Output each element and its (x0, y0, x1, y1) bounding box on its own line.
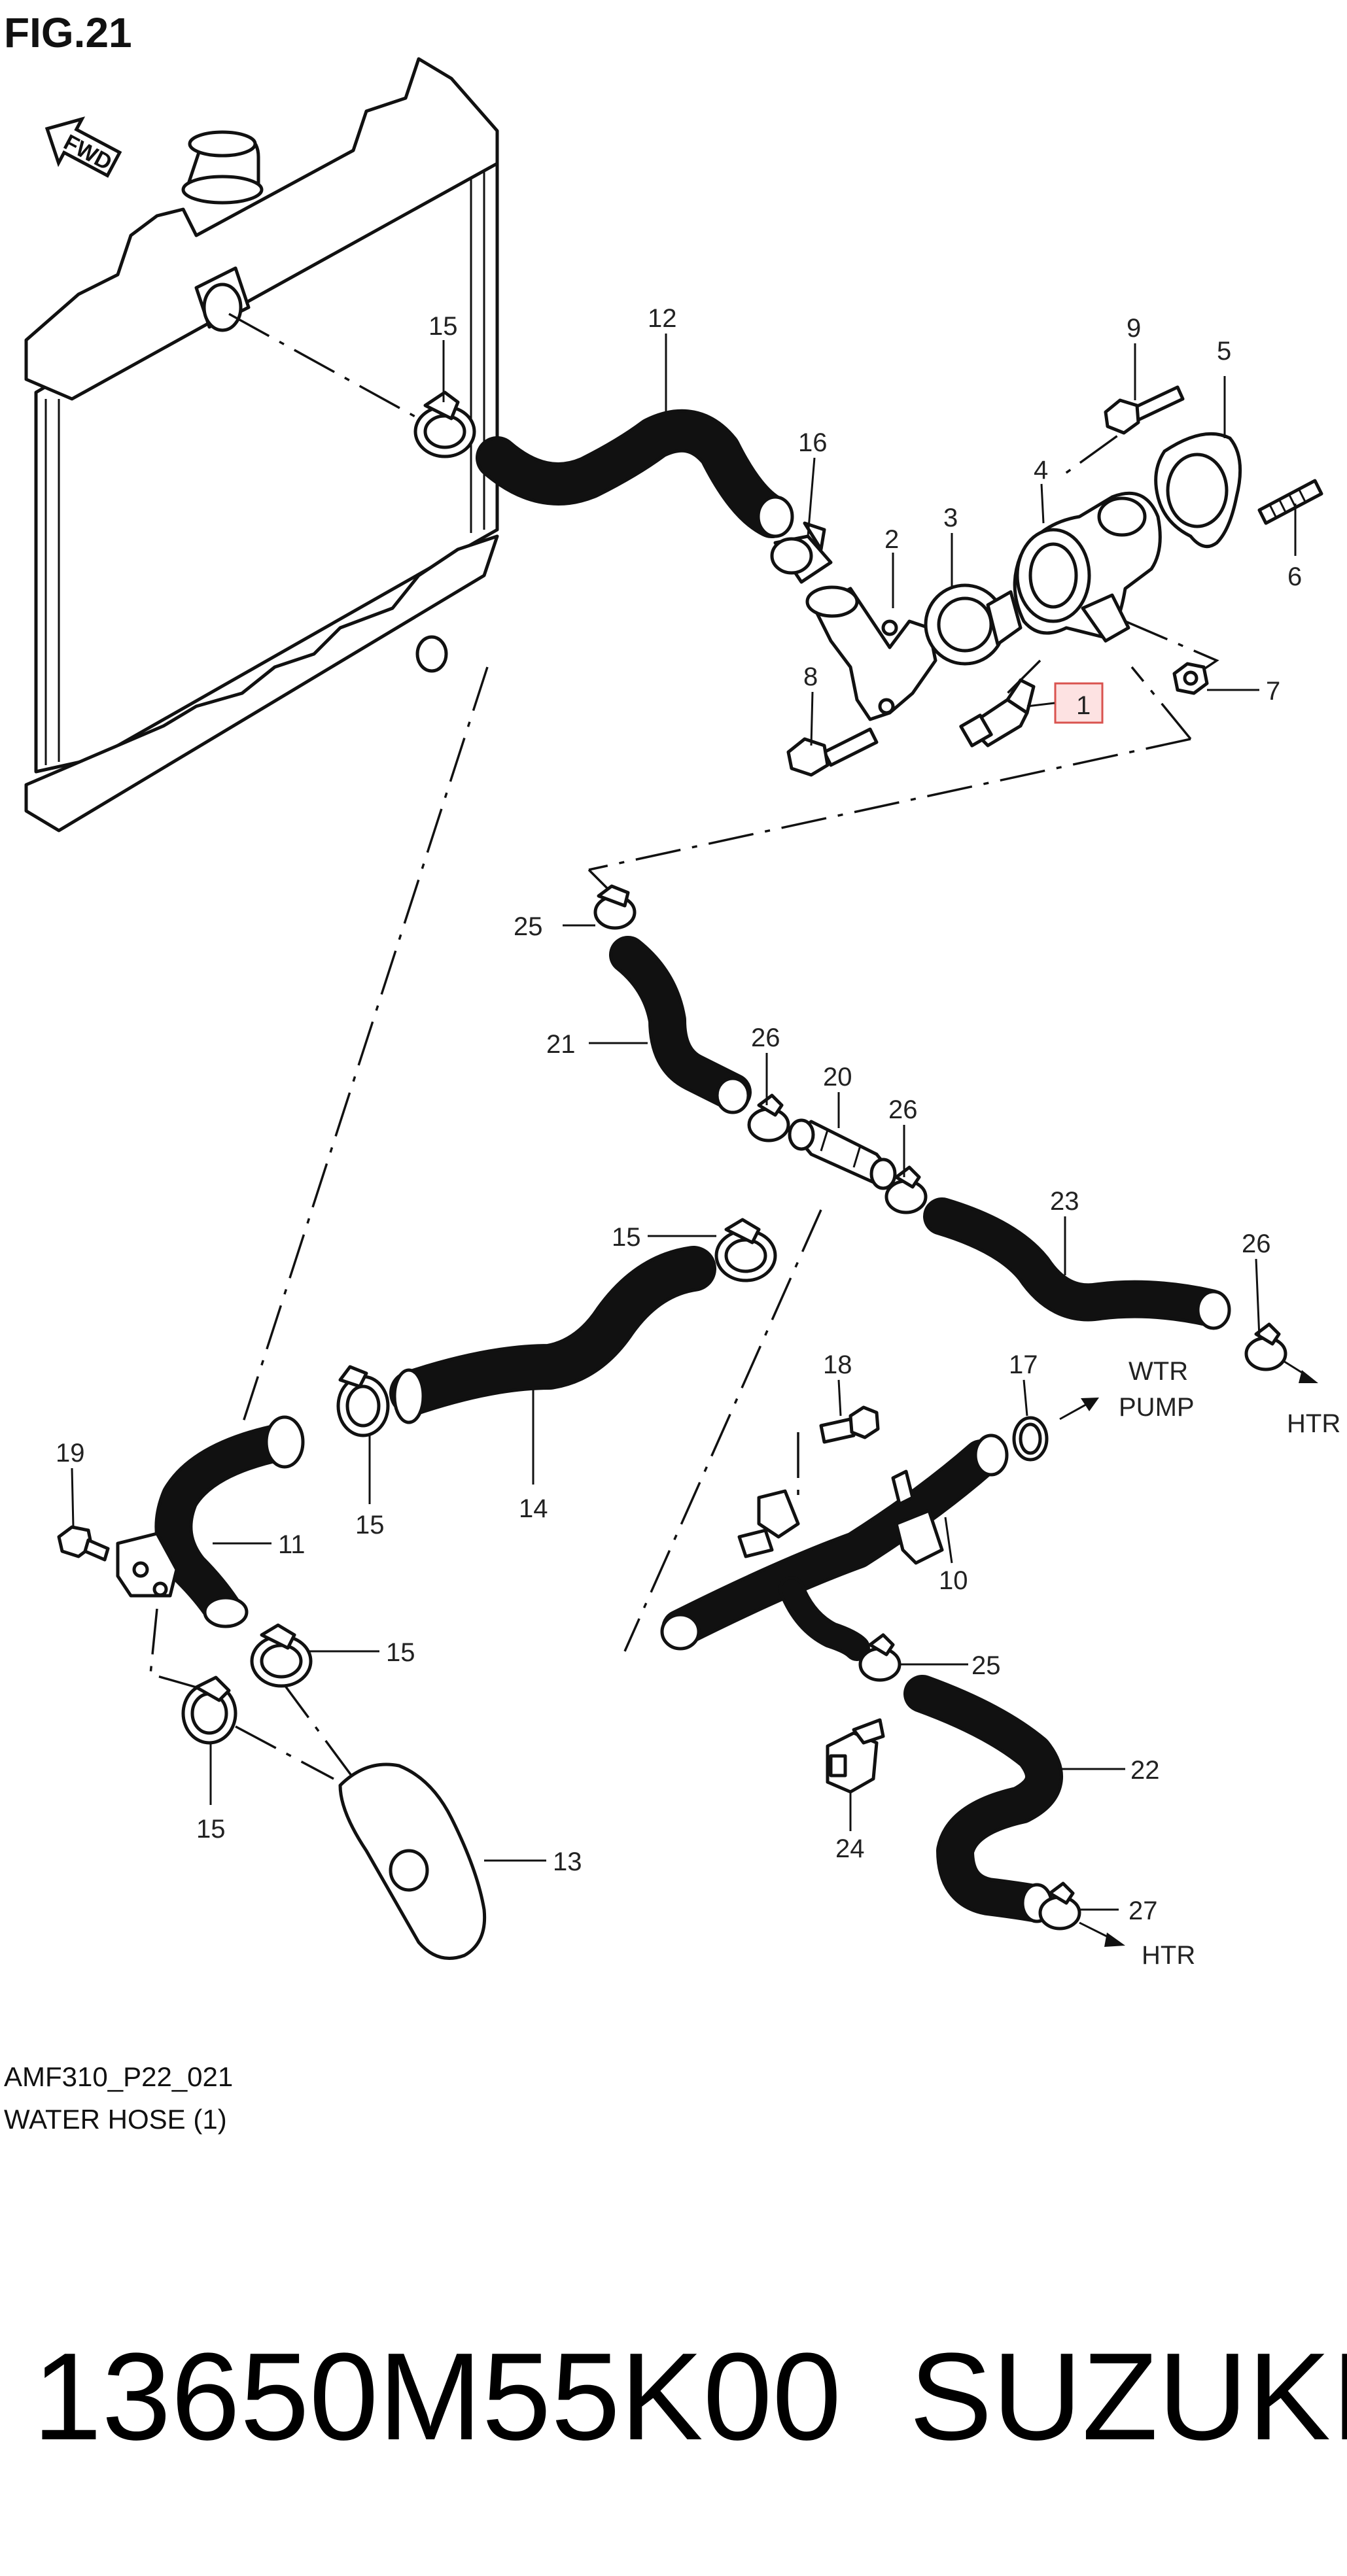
clamp-26-c (1244, 1322, 1287, 1371)
clamp-15-upper-mid (714, 1218, 777, 1282)
label-19: 19 (56, 1439, 85, 1468)
fwd-arrow-icon: FWD (44, 116, 122, 178)
label-7: 7 (1266, 677, 1280, 706)
label-15-b: 15 (612, 1223, 641, 1252)
clamp-25-lower (858, 1633, 901, 1682)
clamp-15-lower-left (181, 1675, 237, 1745)
part-3-thermostat (924, 583, 1023, 666)
label-2: 2 (884, 525, 899, 554)
part-labels: 1 2 3 4 5 6 7 8 9 10 11 12 13 14 15 15 1… (56, 304, 1302, 1925)
label-15-e: 15 (196, 1815, 226, 1844)
label-26-b: 26 (888, 1095, 918, 1124)
pipe-11 (116, 1415, 305, 1628)
label-3: 3 (943, 504, 958, 532)
label-25-a: 25 (514, 912, 543, 941)
hose-14 (389, 1246, 716, 1424)
arrow-htr-lower-icon (1079, 1921, 1125, 1947)
part-9-bolt (1104, 385, 1185, 435)
part-1-highlight-box (1054, 682, 1104, 724)
part-4-thermostat-housing (1013, 491, 1162, 643)
pipe-10 (660, 1434, 1009, 1661)
arrow-wtr-pump-icon (1059, 1398, 1099, 1420)
part-2-outlet-pipe (805, 585, 937, 721)
pipe-20 (788, 1118, 897, 1190)
footer-part-number: 13650M55K00 (33, 2327, 841, 2466)
label-9: 9 (1127, 314, 1141, 343)
label-15-c: 15 (355, 1511, 385, 1539)
label-24: 24 (835, 1834, 865, 1863)
hose-21 (609, 936, 752, 1114)
hose-22 (903, 1675, 1063, 1923)
figure-caption: WATER HOSE (1) (4, 2104, 227, 2135)
label-5: 5 (1217, 337, 1231, 366)
arrow-htr-upper-icon (1282, 1359, 1318, 1383)
clamp-15-top (413, 390, 476, 458)
figure-title: FIG.21 (4, 9, 132, 56)
hose-13 (338, 1762, 487, 1960)
footer-brand: SUZUKI (909, 2327, 1347, 2466)
label-23: 23 (1050, 1187, 1079, 1216)
label-10: 10 (939, 1566, 968, 1595)
label-8: 8 (803, 662, 818, 691)
label-27: 27 (1128, 1897, 1158, 1925)
clamp-26-a (747, 1093, 790, 1142)
label-11: 11 (278, 1530, 306, 1559)
label-6: 6 (1287, 562, 1302, 591)
part-7-nut (1172, 662, 1209, 695)
label-21: 21 (546, 1030, 576, 1059)
label-17: 17 (1009, 1350, 1038, 1379)
dest-htr-upper: HTR (1287, 1409, 1340, 1438)
label-16: 16 (798, 428, 828, 457)
part-19-bolt (57, 1525, 110, 1562)
clamp-16 (770, 521, 833, 584)
clamp-15-mid (336, 1365, 390, 1437)
label-14: 14 (519, 1494, 548, 1523)
dest-htr-lower: HTR (1142, 1941, 1195, 1970)
label-18: 18 (823, 1350, 852, 1379)
part-24-clip (826, 1718, 885, 1794)
part-5-gasket (1154, 432, 1242, 549)
clamp-26-b (884, 1165, 928, 1214)
label-26-c: 26 (1242, 1229, 1271, 1258)
hose-12 (476, 409, 794, 538)
part-6-stud (1257, 479, 1323, 525)
label-22: 22 (1130, 1756, 1160, 1785)
label-13: 13 (553, 1847, 582, 1876)
label-12: 12 (648, 304, 677, 333)
label-15-a: 15 (429, 312, 458, 341)
label-15-d: 15 (386, 1638, 415, 1667)
label-25-b: 25 (971, 1651, 1001, 1680)
hose-23 (923, 1197, 1231, 1330)
part-1-temperature-sensor (959, 678, 1036, 747)
figure-code: AMF310_P22_021 (4, 2061, 233, 2092)
dest-wtr: WTR (1128, 1357, 1188, 1386)
clamp-25-upper (593, 884, 637, 930)
part-18-bolt (819, 1405, 880, 1444)
label-20: 20 (823, 1063, 852, 1091)
label-26-a: 26 (751, 1023, 780, 1052)
clamp-15-lower-mid (250, 1623, 313, 1688)
radiator (24, 57, 499, 833)
part-8-bolt (786, 727, 879, 777)
dest-pump: PUMP (1119, 1393, 1195, 1422)
label-leaders (71, 334, 1297, 1911)
label-4: 4 (1034, 456, 1048, 485)
label-1: 1 (1076, 691, 1091, 720)
part-17-o-ring (1012, 1416, 1049, 1462)
destination-labels: WTR PUMP HTR HTR (1119, 1357, 1340, 1970)
clamp-27 (1038, 1881, 1081, 1931)
